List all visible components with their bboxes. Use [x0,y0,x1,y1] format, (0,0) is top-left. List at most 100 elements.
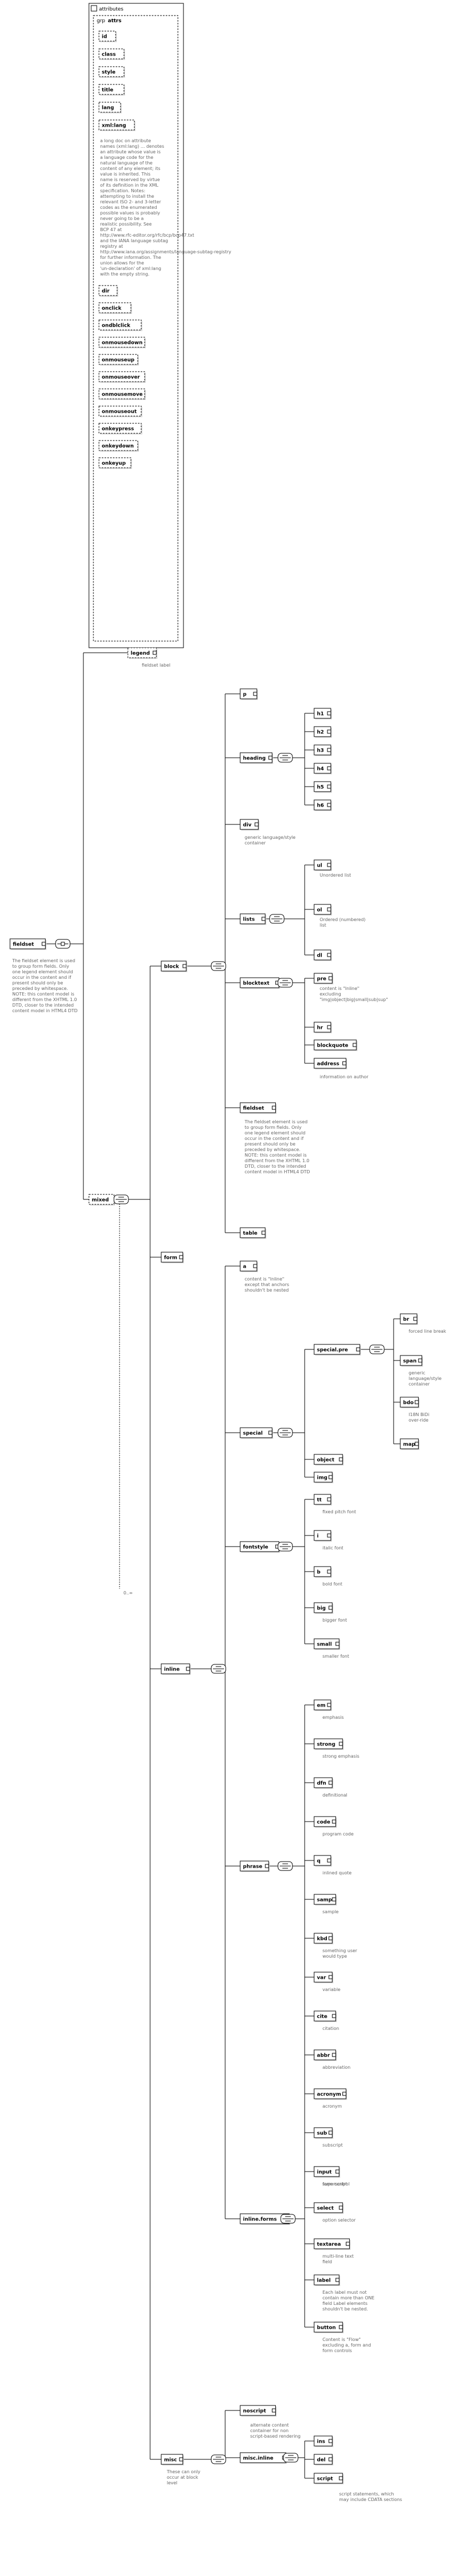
font-big[interactable]: big [314,1602,334,1614]
fontstyle-choice-icon[interactable] [277,1542,293,1552]
expand-icon[interactable] [327,863,331,867]
phrase-sub[interactable]: sub [314,2127,334,2139]
attr-onmousedown[interactable]: onmousedown [98,337,146,348]
mixed-choice-icon[interactable] [113,1194,129,1204]
special-choice-icon[interactable] [277,1428,293,1438]
expand-icon[interactable] [339,2476,343,2480]
form-textarea[interactable]: textarea [314,2238,351,2250]
expand-icon[interactable] [335,1642,340,1646]
expand-icon[interactable] [265,1864,269,1868]
attr-onkeyup[interactable]: onkeyup [98,457,132,469]
lists[interactable]: lists [240,913,266,925]
expand-icon[interactable] [182,964,187,968]
heading-h2[interactable]: h2 [314,726,332,738]
mixed-choice[interactable]: mixed [88,1194,115,1206]
attr-ondblclick[interactable]: ondblclick [98,319,142,331]
attr-xml-lang[interactable]: xml:lang [98,119,136,131]
a[interactable]: a [240,1261,258,1272]
phrase-dfn[interactable]: dfn [314,1777,334,1789]
expand-icon[interactable] [327,748,331,752]
expand-icon[interactable] [415,1442,419,1446]
root-sequence-icon[interactable] [55,939,71,949]
phrase[interactable]: phrase [240,1860,270,1872]
heading-choice-icon[interactable] [277,753,293,763]
heading-h1[interactable]: h1 [314,708,332,719]
blocktext-blockquote[interactable]: blockquote [314,1039,357,1051]
fontstyle[interactable]: fontstyle [240,1541,280,1553]
attr-onmouseover[interactable]: onmouseover [98,371,146,383]
expand-icon[interactable] [327,907,331,912]
misc-choice-icon[interactable] [211,2454,226,2464]
attr-id[interactable]: id [98,31,117,42]
expand-icon[interactable] [268,1430,272,1435]
attr-onkeydown[interactable]: onkeydown [98,440,139,452]
inline[interactable]: inline [161,1663,191,1675]
expand-icon[interactable] [327,711,331,716]
form-button[interactable]: button [314,2322,344,2333]
expand-icon[interactable] [329,1780,333,1785]
phrase-code[interactable]: code [314,1816,337,1828]
attr-onclick[interactable]: onclick [98,302,132,314]
expand-icon[interactable] [327,953,331,957]
special-object[interactable]: object [314,1454,344,1465]
list-dl[interactable]: dl [314,949,332,961]
misc[interactable]: misc [161,2454,184,2465]
special-pre-br[interactable]: br [400,1313,418,1325]
attr-onmouseup[interactable]: onmouseup [98,354,139,366]
attr-dir[interactable]: dir [98,285,118,297]
special-pre-bdo[interactable]: bdo [400,1397,420,1408]
misc-ins[interactable]: ins [314,2435,334,2447]
attr-title[interactable]: title [98,84,125,96]
blocktext-choice-icon[interactable] [277,978,293,988]
inline-choice-icon[interactable] [211,1664,226,1674]
expand-icon[interactable] [413,1317,418,1321]
expand-icon[interactable] [253,1264,257,1268]
expand-icon[interactable] [42,942,46,946]
phrase-samp[interactable]: samp [314,1894,337,1905]
expand-icon[interactable] [332,2014,336,2018]
expand-icon[interactable] [329,2457,333,2462]
expand-icon[interactable] [179,1255,183,1259]
font-b[interactable]: b [314,1566,332,1578]
expand-icon[interactable] [332,1819,336,1824]
lists-choice-icon[interactable] [269,914,285,924]
expand-icon[interactable] [327,766,331,771]
misc-script[interactable]: script [314,2473,344,2484]
expand-icon[interactable] [418,1358,423,1363]
expand-icon[interactable] [339,1457,343,1462]
special-pre[interactable]: special.pre [314,1344,361,1355]
phrase-em[interactable]: em [314,1699,332,1711]
attr-lang[interactable]: lang [98,102,122,113]
expand-icon[interactable] [327,784,331,789]
special[interactable]: special [240,1427,274,1439]
expand-icon[interactable] [327,1497,331,1502]
expand-icon[interactable] [339,1742,343,1746]
font-i[interactable]: i [314,1530,332,1542]
expand-icon[interactable] [339,2205,343,2210]
expand-icon[interactable] [327,1025,331,1029]
phrase-strong[interactable]: strong [314,1738,344,1750]
expand-icon[interactable] [329,2439,333,2443]
expand-icon[interactable] [352,1043,357,1047]
p[interactable]: p [240,688,258,700]
attr-onmousemove[interactable]: onmousemove [98,388,146,400]
phrase-cite[interactable]: cite [314,2010,337,2022]
misc-del[interactable]: del [314,2454,334,2465]
div[interactable]: div [240,819,260,831]
phrase-choice-icon[interactable] [277,1861,293,1871]
heading-h6[interactable]: h6 [314,799,332,811]
expand-icon[interactable] [327,1569,331,1574]
expand-icon[interactable] [332,1897,336,1902]
expand-icon[interactable] [356,1347,360,1352]
expand-icon[interactable] [327,1533,331,1538]
font-small[interactable]: small [314,1638,340,1650]
heading-h3[interactable]: h3 [314,744,332,756]
noscript[interactable]: noscript [240,2405,277,2417]
phrase-kbd[interactable]: kbd [314,1933,334,1944]
special-pre-choice-icon[interactable] [369,1344,385,1354]
legend[interactable]: legend [127,647,158,659]
expand-icon[interactable] [327,729,331,734]
phrase-var[interactable]: var [314,1972,334,1983]
nested-fieldset[interactable]: fieldset [240,1102,277,1114]
expand-icon[interactable] [329,1975,333,1979]
